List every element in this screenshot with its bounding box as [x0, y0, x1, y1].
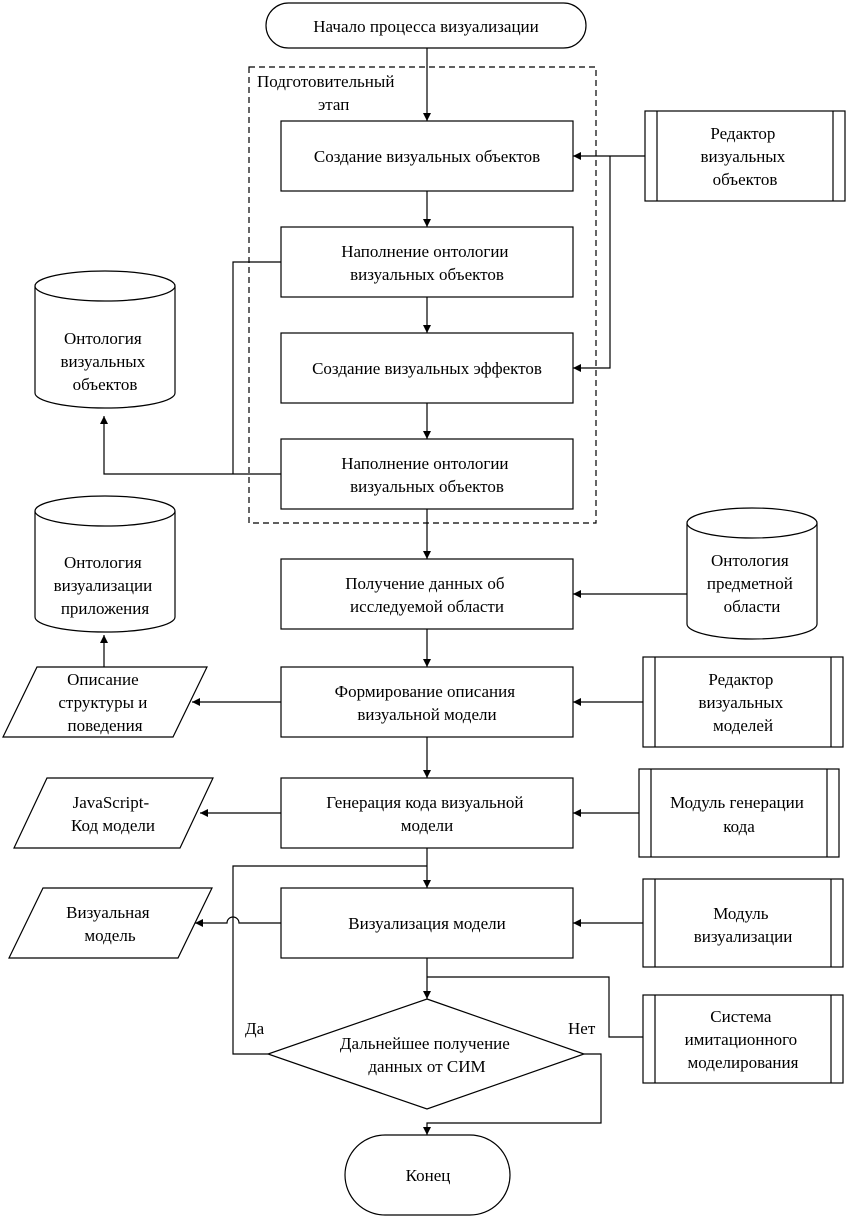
- svg-text:Онтология визуальных: Онтология визуальных объектов: [61, 329, 150, 394]
- prep-stage-frame: [248, 66, 597, 524]
- generate-code-process: Генерация кода визуальной модели: [280, 777, 574, 849]
- svg-text:Онтология визуализации: Онтология визуализации приложения: [54, 553, 157, 618]
- js-code-output: JavaScript- Код модели: [13, 777, 214, 849]
- ontology-domain-database: Онтология предметной области: [686, 507, 818, 640]
- svg-text:Визуализация модели: Визуализация модели: [348, 914, 505, 933]
- svg-text:Модуль генерации кода: Модуль генерации кода: [670, 793, 808, 836]
- description-output: Описание структуры и поведения: [2, 666, 208, 738]
- svg-text:Онтология предметной: Онтология предметной области: [707, 551, 797, 616]
- create-objects-process: Создание визуальных объектов: [280, 120, 574, 192]
- svg-text:Наполнение онтологии виз: Наполнение онтологии визуальных объектов: [341, 242, 513, 284]
- svg-text:Начало процесса визуализации: Начало процесса визуализации: [313, 17, 538, 36]
- svg-text:Редактор визуальных: Редактор визуальных моделей: [699, 670, 788, 735]
- fill-ontology-process-1: Наполнение онтологии визуальных объектов: [280, 226, 574, 298]
- visualize-model-process: Визуализация модели: [280, 887, 574, 959]
- ontology-objects-database: Онтология визуальных объектов: [34, 270, 176, 409]
- start-terminator: Начало процесса визуализации: [265, 2, 587, 49]
- svg-text:Генерация кода визуальной: Генерация кода визуальной модели: [326, 793, 528, 835]
- decision-diamond: Дальнейшее получение данных от СИМ: [266, 998, 586, 1110]
- connectors: [100, 48, 687, 1135]
- svg-text:Наполнение онтологии виз: Наполнение онтологии визуальных объектов: [341, 454, 513, 496]
- no-label: Нет: [568, 1019, 596, 1038]
- models-editor-module: Редактор визуальных моделей: [642, 656, 844, 748]
- svg-text:Создание визуальных эффектов: Создание визуальных эффектов: [312, 359, 542, 378]
- svg-text:Получение данных об иссл: Получение данных об исследуемой области: [345, 574, 509, 616]
- svg-text:Визуальная модель: Визуальная модель: [66, 903, 154, 945]
- get-data-process: Получение данных об исследуемой области: [280, 558, 574, 630]
- fill-ontology-process-2: Наполнение онтологии визуальных объектов: [280, 438, 574, 510]
- ontology-app-database: Онтология визуализации приложения: [34, 495, 176, 633]
- svg-text:Система имитационного: Система имитационного моделирования: [685, 1007, 802, 1072]
- yes-label: Да: [245, 1019, 265, 1038]
- svg-text:Редактор визуальных: Редактор визуальных объектов: [701, 124, 790, 189]
- svg-text:Конец: Конец: [406, 1166, 451, 1185]
- svg-text:Модуль визуализации: Модуль визуализации: [694, 904, 793, 946]
- codegen-module: Модуль генерации кода: [638, 768, 840, 858]
- visualization-module: Модуль визуализации: [642, 878, 844, 968]
- objects-editor-module: Редактор визуальных объектов: [644, 110, 846, 202]
- svg-text:Дальнейшее получение дан: Дальнейшее получение данных от СИМ: [340, 1034, 514, 1076]
- form-description-process: Формирование описания визуальной модели: [280, 666, 574, 738]
- create-effects-process: Создание визуальных эффектов: [280, 332, 574, 404]
- svg-text:Формирование описания ви: Формирование описания визуальной модели: [335, 682, 520, 724]
- prep-stage-label: Подготовительный этап: [257, 72, 399, 114]
- svg-text:Описание структуры и: Описание структуры и поведения: [58, 670, 151, 735]
- visual-model-output: Визуальная модель: [8, 887, 213, 959]
- end-terminator: Конец: [344, 1134, 511, 1216]
- svg-text:Создание визуальных объектов: Создание визуальных объектов: [314, 147, 540, 166]
- sim-system-module: Система имитационного моделирования: [642, 994, 844, 1084]
- svg-text:JavaScript- Код модели: JavaScript- Код модели: [71, 793, 155, 835]
